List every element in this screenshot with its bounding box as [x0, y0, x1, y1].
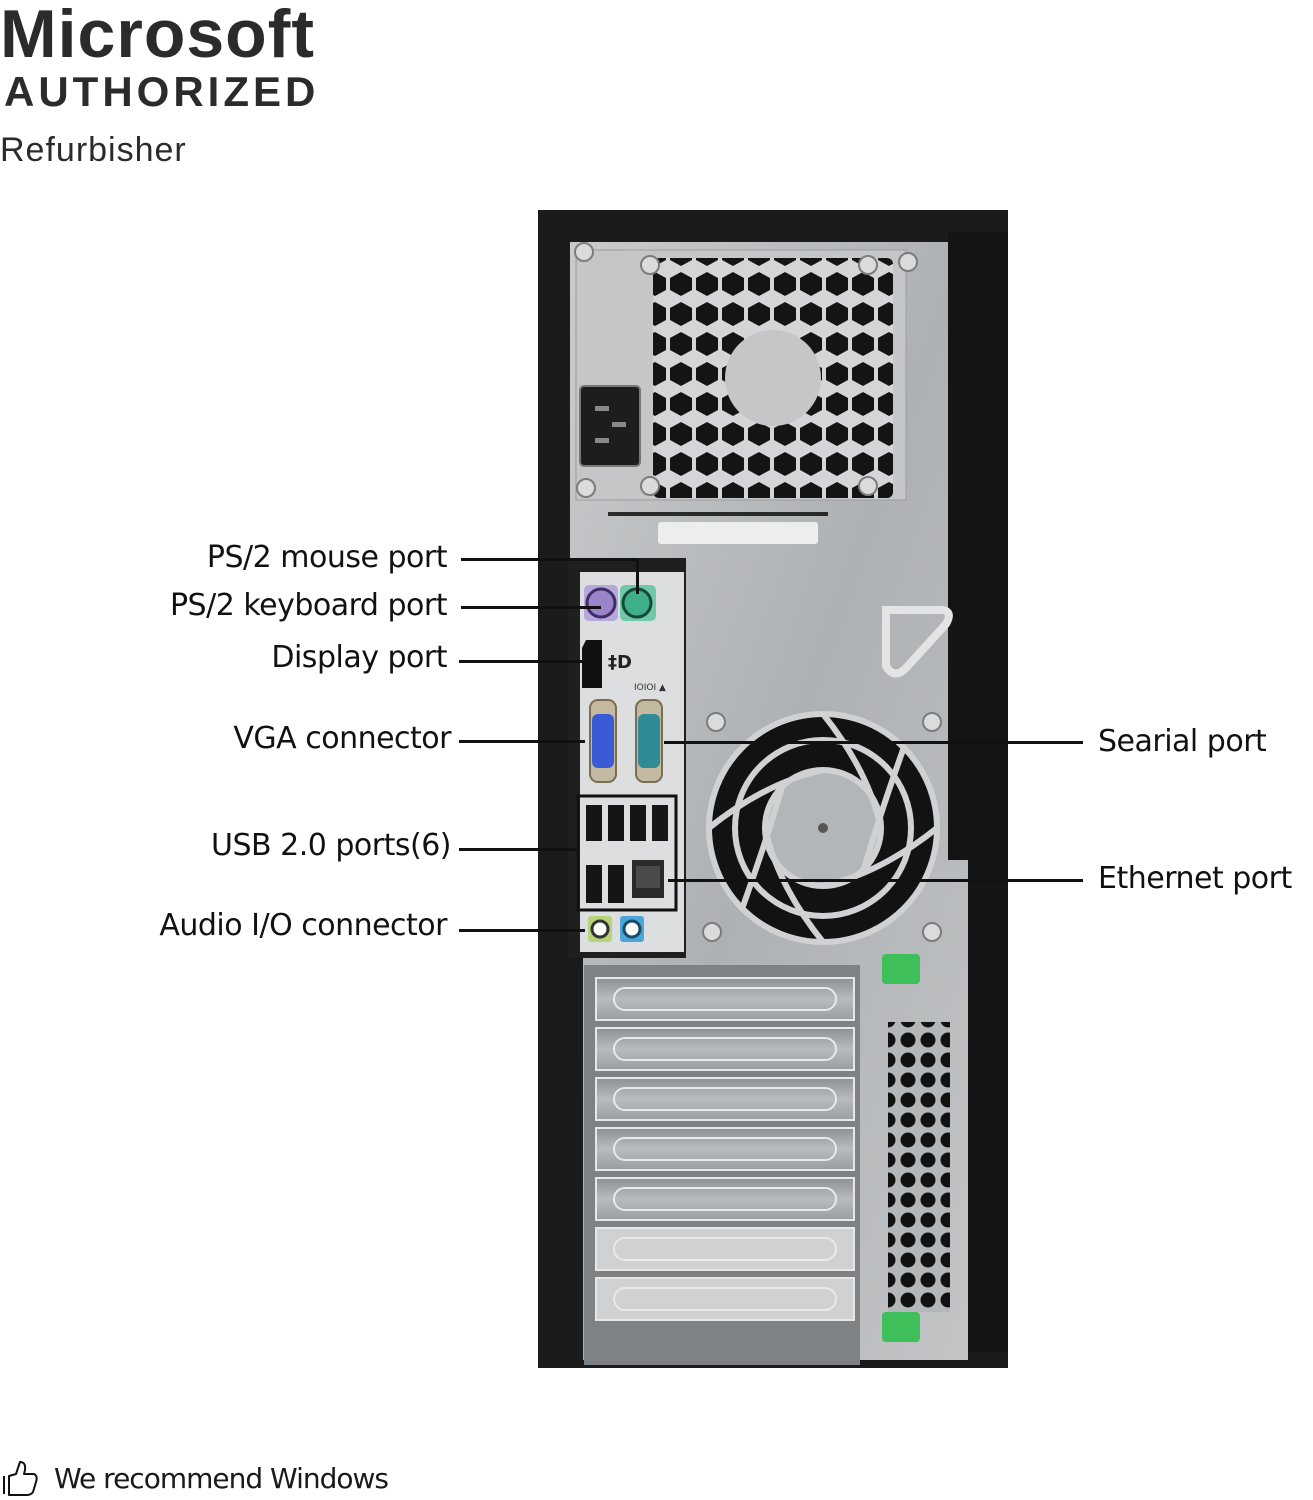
usb-ports: [576, 794, 678, 912]
leader-serial: [664, 741, 1083, 744]
label-usb-ports: USB 2.0 ports(6): [211, 828, 451, 863]
slot-cover: [595, 1227, 855, 1271]
label-serial-port: Searial port: [1098, 724, 1267, 759]
chassis-handle: [882, 606, 953, 678]
leader-display-port: [459, 660, 583, 663]
ethernet-port: [632, 860, 664, 898]
slot-cover: [595, 1177, 855, 1221]
thumbs-up-icon: [3, 1461, 38, 1496]
vga-port: [589, 699, 617, 783]
slot-cover-emboss: [613, 1137, 837, 1161]
slot-cover-emboss: [613, 1237, 837, 1261]
psu-label: [658, 522, 818, 544]
green-latch-top: [882, 954, 920, 984]
serial-port: IOIOI ▲: [634, 683, 666, 783]
green-latch-bottom: [882, 1312, 920, 1342]
slot-cover-emboss: [613, 1087, 837, 1111]
power-socket-icon: [579, 385, 641, 467]
authorized-text: AUTHORIZED: [4, 68, 320, 115]
refurbisher-text: Refurbisher: [0, 131, 187, 169]
screws: [574, 242, 942, 942]
leader-ps2-keyboard: [461, 606, 601, 609]
display-port-connector: ‡D: [582, 640, 632, 688]
slot-cover: [595, 977, 855, 1021]
label-ethernet-port: Ethernet port: [1098, 861, 1292, 896]
ps2-keyboard-port: [584, 585, 618, 621]
label-ps2-keyboard-port: PS/2 keyboard port: [169, 588, 448, 623]
microsoft-brand-text: Microsoft: [0, 0, 315, 72]
audio-ports: [588, 916, 644, 942]
svg-text:‡D: ‡D: [608, 652, 632, 673]
vent-holes: [888, 1022, 950, 1312]
recommend-windows-text: We recommend Windows: [54, 1461, 389, 1495]
slot-cover-emboss: [613, 1037, 837, 1061]
leader-usb: [459, 848, 579, 851]
svg-text:IOIOI ▲: IOIOI ▲: [634, 683, 666, 693]
slot-cover: [595, 1127, 855, 1171]
slot-cover: [595, 1277, 855, 1321]
leader-vga: [459, 740, 585, 743]
slot-cover-emboss: [613, 1187, 837, 1211]
slot-cover-emboss: [613, 1287, 837, 1311]
slot-cover-emboss: [613, 987, 837, 1011]
label-vga-connector: VGA connector: [233, 721, 451, 756]
slot-cover: [595, 1077, 855, 1121]
desktop-tower-rear-image: ‡D IOIOI ▲: [538, 210, 1008, 1368]
leader-ps2-mouse-drop: [636, 558, 639, 594]
windows-recommendation: We recommend Windows: [0, 1458, 389, 1498]
power-supply: [575, 249, 907, 544]
label-audio-io-connector: Audio I/O connector: [159, 908, 447, 943]
slot-cover: [595, 1027, 855, 1071]
expansion-slots: [584, 965, 860, 1365]
leader-ethernet: [668, 879, 1083, 882]
label-ps2-mouse-port: PS/2 mouse port: [206, 540, 448, 575]
label-display-port: Display port: [271, 640, 447, 675]
leader-ps2-mouse: [461, 558, 639, 561]
rear-fan: [706, 711, 940, 945]
leader-audio: [459, 929, 585, 932]
